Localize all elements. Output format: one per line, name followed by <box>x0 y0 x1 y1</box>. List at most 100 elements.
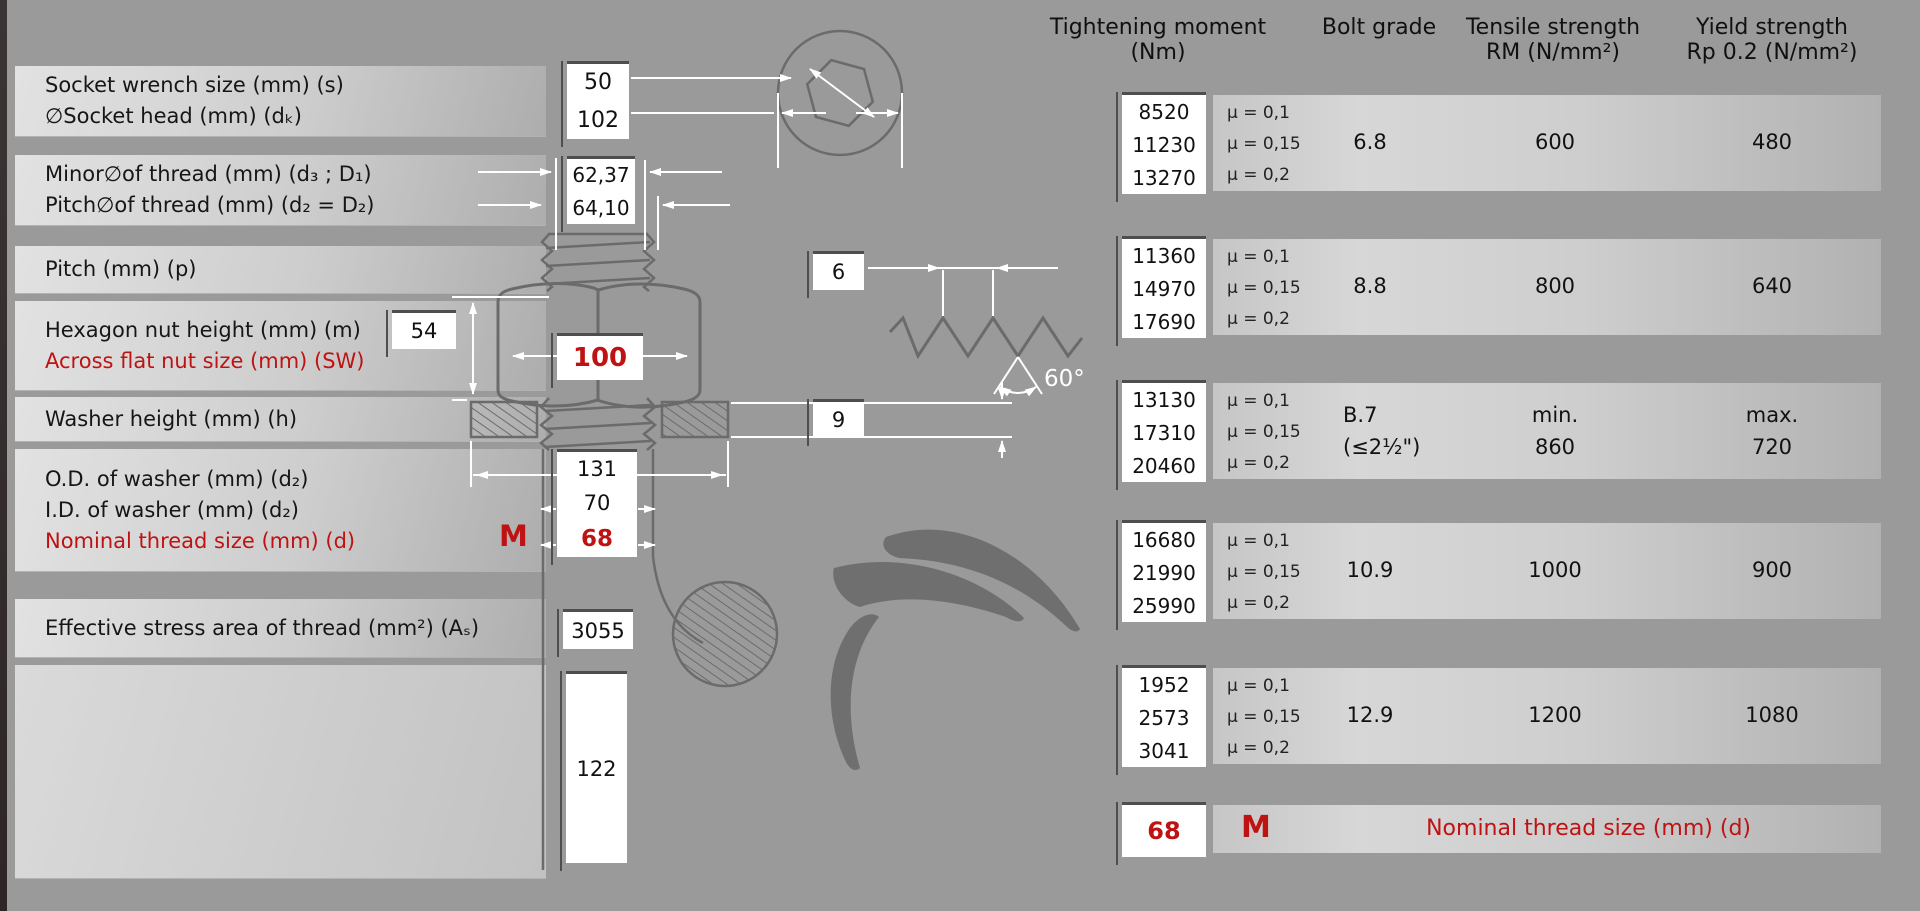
mu-label: µ = 0,15 <box>1227 707 1301 727</box>
yield-value: 720 <box>1751 435 1793 459</box>
nominal-size-box[interactable]: 68 <box>1116 802 1206 865</box>
nominal-size-footer-label: Nominal thread size (mm) (d) <box>1426 816 1751 841</box>
nominal-size-value: 68 <box>1147 817 1181 845</box>
stress-area-box[interactable]: 3055 <box>557 609 633 657</box>
window-left-edge <box>0 0 7 911</box>
mu-label: µ = 0,2 <box>1227 453 1290 473</box>
header-tightening-moment: Tightening moment (Nm) <box>1049 15 1267 65</box>
washer-height-label: Washer height (mm) (h) <box>45 406 298 431</box>
bolt-grade-value: 12.9 <box>1346 703 1394 727</box>
moment-box-12-9[interactable]: 1952 2573 3041 <box>1116 665 1206 775</box>
socket-wrench-label: Socket wrench size (mm) (s) <box>45 73 344 97</box>
thread-series-left-label: M <box>499 519 528 553</box>
strip-nut: Hexagon nut height (mm) (m) Across flat … <box>15 301 546 390</box>
length-box[interactable]: 122 <box>560 671 627 871</box>
minor-thread-label: Minor∅of thread (mm) (d₃ ; D₁) <box>45 162 372 186</box>
grade-row-10-9: µ = 0,1 µ = 0,15 µ = 0,2 10.9 1000 900 <box>1213 523 1881 619</box>
mu-label: µ = 0,2 <box>1227 593 1290 613</box>
grade-row-8-8: µ = 0,1 µ = 0,15 µ = 0,2 8.8 800 640 <box>1213 239 1881 335</box>
tensile-value: 1000 <box>1528 558 1582 582</box>
moment-box-8-8[interactable]: 11360 14970 17690 <box>1116 236 1206 346</box>
washer <box>469 400 730 439</box>
bolt-grade-value: 10.9 <box>1346 558 1394 582</box>
mu-label: µ = 0,2 <box>1227 738 1290 758</box>
mu-label: µ = 0,15 <box>1227 278 1301 298</box>
mu-label: µ = 0,15 <box>1227 134 1301 154</box>
grade-row-6-8: µ = 0,1 µ = 0,15 µ = 0,2 6.8 600 480 <box>1213 95 1881 191</box>
yield-value: 900 <box>1751 558 1793 582</box>
mu-label: µ = 0,15 <box>1227 562 1301 582</box>
thread-series-footer-label: M <box>1241 810 1271 845</box>
brand-logo <box>830 529 1080 770</box>
moment-box-6-8[interactable]: 8520 11230 13270 <box>1116 92 1206 202</box>
mu-label: µ = 0,1 <box>1227 531 1290 551</box>
nominal-thread-value: 68 <box>580 525 613 552</box>
mu-label: µ = 0,2 <box>1227 165 1290 185</box>
grade-row-b7: µ = 0,1 µ = 0,15 µ = 0,2 B.7 (≤2½") min.… <box>1213 383 1881 479</box>
mu-label: µ = 0,1 <box>1227 676 1290 696</box>
tensile-qualifier: min. <box>1531 403 1579 427</box>
strip-stress-area: Effective stress area of thread (mm²) (A… <box>15 599 546 657</box>
stress-area-value: 3055 <box>571 618 625 643</box>
grade-row-12-9: µ = 0,1 µ = 0,15 µ = 0,2 12.9 1200 1080 <box>1213 668 1881 764</box>
across-flat-box[interactable]: 100 <box>551 333 643 388</box>
bolt-stud <box>540 232 656 292</box>
nominal-thread-label: Nominal thread size (mm) (d) <box>45 528 356 553</box>
strip-empty <box>15 665 546 878</box>
mu-label: µ = 0,2 <box>1227 309 1290 329</box>
tensile-value: 860 <box>1534 435 1576 459</box>
socket-values-box[interactable]: 50 102 <box>561 61 629 147</box>
pitch-label: Pitch (mm) (p) <box>45 257 197 281</box>
strip-thread-dia: Minor∅of thread (mm) (d₃ ; D₁) Pitch∅of … <box>15 155 546 225</box>
tensile-value: 600 <box>1534 130 1576 154</box>
mu-label: µ = 0,1 <box>1227 103 1290 123</box>
bolt-grade-value: 6.8 <box>1353 130 1387 154</box>
id-washer-label: I.D. of washer (mm) (d₂) <box>45 497 299 522</box>
header-yield-strength: Yield strength Rp 0.2 (N/mm²) <box>1686 15 1858 65</box>
mu-label: µ = 0,1 <box>1227 391 1290 411</box>
across-flat-value: 100 <box>572 343 628 373</box>
pitch-thread-value: 64,10 <box>572 195 630 220</box>
yield-value: 1080 <box>1745 703 1799 727</box>
strip-washer-dims: O.D. of washer (mm) (d₂) I.D. of washer … <box>15 449 546 571</box>
pitch-value: 6 <box>831 260 846 284</box>
yield-value: 480 <box>1751 130 1793 154</box>
bolt-grade-note: (≤2½") <box>1343 435 1421 459</box>
moment-box-10-9[interactable]: 16680 21990 25990 <box>1116 520 1206 630</box>
pitch-box[interactable]: 6 <box>807 251 864 298</box>
nut-height-box[interactable]: 54 <box>386 310 456 357</box>
dimension-lines <box>452 68 1058 549</box>
washer-height-box[interactable]: 9 <box>807 399 864 446</box>
washer-dims-box[interactable]: 131 70 68 <box>551 449 637 565</box>
socket-wrench-value: 50 <box>584 70 612 96</box>
socket-top-view-icon <box>776 29 904 157</box>
header-bolt-grade: Bolt grade <box>1321 15 1437 40</box>
hex-nut-height-label: Hexagon nut height (mm) (m) <box>45 317 361 342</box>
moment-box-b7[interactable]: 13130 17310 20460 <box>1116 380 1206 490</box>
thread-through-washer <box>539 397 657 451</box>
yield-qualifier: max. <box>1745 403 1799 427</box>
cross-section-circle <box>671 580 779 688</box>
id-washer-value: 70 <box>583 491 611 516</box>
stress-area-label: Effective stress area of thread (mm²) (A… <box>45 615 480 640</box>
yield-value: 640 <box>1751 274 1793 298</box>
od-washer-value: 131 <box>576 457 618 482</box>
washer-height-value: 9 <box>831 408 846 432</box>
nominal-size-row: M Nominal thread size (mm) (d) <box>1213 805 1881 853</box>
thread-profile-detail <box>888 315 1084 360</box>
strip-washer-height: Washer height (mm) (h) <box>15 397 546 441</box>
thread-angle-label: 60° <box>1044 366 1085 392</box>
strip-socket: Socket wrench size (mm) (s) ∅Socket head… <box>15 66 546 136</box>
od-washer-label: O.D. of washer (mm) (d₂) <box>45 466 309 491</box>
strip-pitch: Pitch (mm) (p) <box>15 246 546 293</box>
pitch-thread-label: Pitch∅of thread (mm) (d₂ = D₂) <box>45 193 375 217</box>
socket-head-label: ∅Socket head (mm) (dₖ) <box>45 104 302 128</box>
mu-label: µ = 0,15 <box>1227 422 1301 442</box>
length-value: 122 <box>576 756 617 781</box>
header-tensile-strength: Tensile strength RM (N/mm²) <box>1465 15 1641 65</box>
thread-dia-box[interactable]: 62,37 64,10 <box>561 156 635 232</box>
nut-height-value: 54 <box>410 319 438 343</box>
socket-head-value: 102 <box>577 107 619 133</box>
